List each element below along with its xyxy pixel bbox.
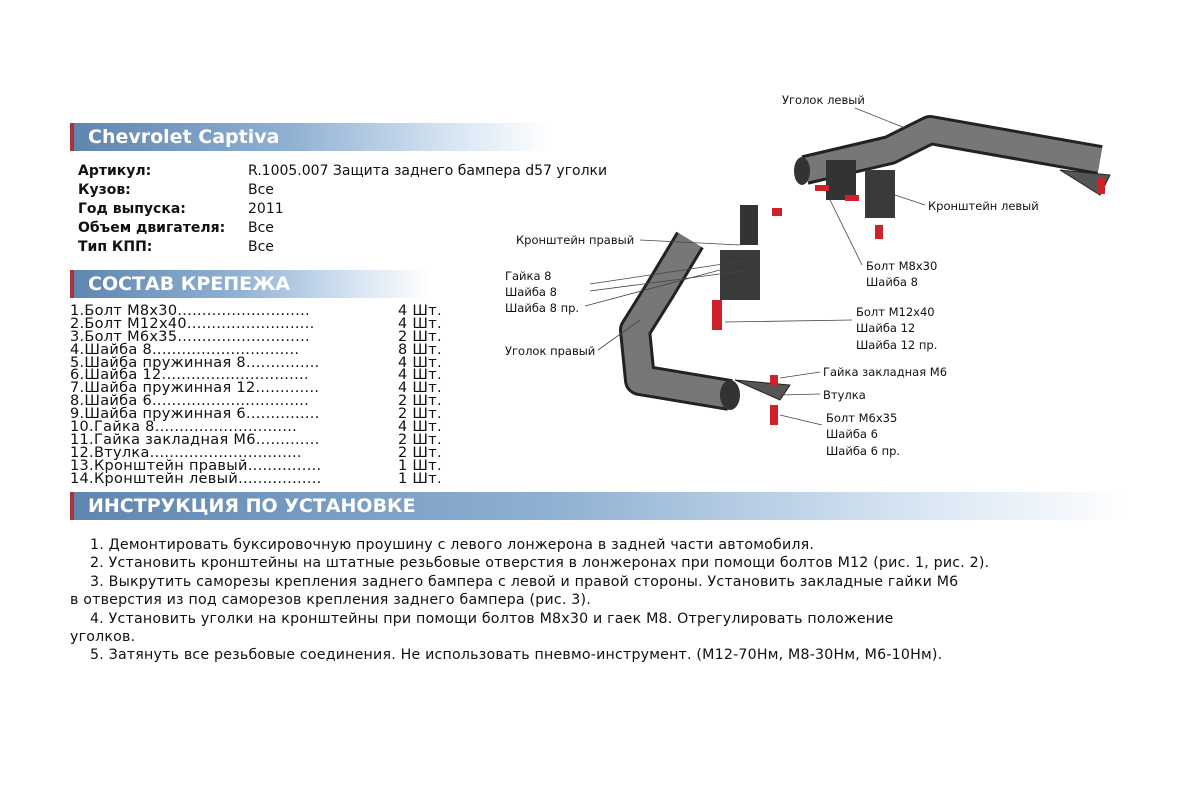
list-item: 9.Шайба пружинная 6............... 2 Шт. (70, 406, 450, 423)
bracket-left (826, 160, 895, 218)
list-item: 11.Гайка закладная М6............. 2 Шт. (70, 431, 450, 448)
part-qty: 2 Шт. (398, 406, 442, 423)
part-qty: 4 Шт. (398, 419, 442, 436)
part-name: 2.Болт М12х40.......................... (70, 315, 315, 332)
instruction-line: 2. Установить кронштейны на штатные резь… (90, 555, 990, 572)
part-name: 12.Втулка............................... (70, 444, 302, 461)
part-qty: 1 Шт. (398, 457, 442, 474)
info-label: Год выпуска: (78, 201, 186, 217)
list-item: 2.Болт М12х40.......................... 4… (70, 315, 450, 332)
instruction-line: 5. Затянуть все резьбовые соединения. Не… (90, 647, 943, 664)
info-label: Артикул: (78, 163, 152, 179)
list-item: 12.Втулка...............................… (70, 444, 450, 461)
list-item: 1.Болт М8х30........................... 4… (70, 303, 450, 319)
part-qty: 4 Шт. (398, 354, 442, 371)
part-name: 14.Кронштейн левый................. (70, 470, 322, 487)
info-value: Все (248, 182, 274, 198)
part-name: 7.Шайба пружинная 12............. (70, 380, 320, 397)
part-qty: 4 Шт. (398, 315, 442, 332)
part-qty: 4 Шт. (398, 367, 442, 384)
label-insert-nut: Гайка закладная М6 (823, 365, 948, 379)
part-qty: 8 Шт. (398, 341, 442, 358)
bracket-right (720, 205, 760, 300)
list-item: 8.Шайба 6...............................… (70, 393, 450, 410)
label-nut8: Гайка 8 (505, 269, 552, 283)
list-item: 13.Кронштейн правый............... 1 Шт. (70, 457, 450, 474)
instruction-line: 4. Установить уголки на кронштейны при п… (90, 610, 894, 627)
part-name: 6.Шайба 12.............................. (70, 367, 309, 384)
part-qty: 4 Шт. (398, 380, 442, 397)
info-label: Объем двигателя: (78, 220, 226, 236)
parts-section-title: СОСТАВ КРЕПЕЖА (88, 273, 291, 295)
instruction-line: в отверстия из под саморезов крепления з… (70, 592, 591, 609)
label-bracket-left: Кронштейн левый (928, 199, 1039, 213)
part-qty: 2 Шт. (398, 393, 442, 410)
part-name: 1.Болт М8х30........................... (70, 303, 310, 319)
part-qty: 1 Шт. (398, 470, 442, 487)
part-qty: 2 Шт. (398, 444, 442, 461)
instructions-section-bar: ИНСТРУКЦИЯ ПО УСТАНОВКЕ (70, 492, 1130, 520)
parts-section-bar: СОСТАВ КРЕПЕЖА (70, 270, 430, 298)
list-item: 6.Шайба 12..............................… (70, 367, 450, 384)
part-name: 13.Кронштейн правый............... (70, 457, 322, 474)
label-corner-right: Уголок правый (505, 344, 596, 358)
info-value: Все (248, 239, 274, 255)
info-value: R.1005.007 Защита заднего бампера d57 уг… (248, 163, 608, 179)
part-qty: 4 Шт. (398, 303, 442, 319)
label-bolt-m8: Болт М8х30 (866, 259, 938, 273)
list-item: 3.Болт М6х35........................... 2… (70, 328, 450, 345)
info-value: Все (248, 220, 274, 236)
part-name: 9.Шайба пружинная 6............... (70, 406, 320, 423)
label-bracket-right: Кронштейн правый (516, 233, 635, 247)
label-washer8b: Шайба 8 (866, 275, 918, 289)
instruction-line: 3. Выкрутить саморезы крепления заднего … (90, 573, 959, 590)
vehicle-title-bar: Chevrolet Captiva (70, 123, 550, 151)
parts-list: 1.Болт М8х30........................... 4… (70, 303, 450, 487)
part-qty: 2 Шт. (398, 328, 442, 345)
label-corner-left: Уголок левый (782, 93, 865, 107)
list-item: 4.Шайба 8.............................. 8… (70, 341, 450, 358)
label-washer8-spring: Шайба 8 пр. (505, 301, 580, 315)
part-name: 8.Шайба 6...............................… (70, 393, 310, 410)
label-washer12: Шайба 12 (856, 321, 916, 335)
part-name: 5.Шайба пружинная 8............... (70, 354, 320, 371)
list-item: 10.Гайка 8............................. 4… (70, 419, 450, 436)
part-qty: 2 Шт. (398, 431, 442, 448)
bolt-icons (712, 178, 1105, 425)
part-name: 4.Шайба 8.............................. (70, 341, 300, 358)
label-bushing: Втулка (823, 388, 866, 402)
info-value: 2011 (248, 201, 284, 217)
instruction-line: уголков. (70, 629, 136, 646)
list-item: 5.Шайба пружинная 8............... 4 Шт. (70, 354, 450, 371)
label-washer12-spring: Шайба 12 пр. (856, 338, 938, 352)
label-washer8: Шайба 8 (505, 285, 557, 299)
label-bolt-m12: Болт М12х40 (856, 305, 935, 319)
instruction-line: 1. Демонтировать буксировочную проушину … (90, 537, 815, 553)
part-name: 11.Гайка закладная М6............. (70, 431, 320, 448)
info-label: Кузов: (78, 182, 131, 198)
instructions-list: 1. Демонтировать буксировочную проушину … (70, 536, 989, 665)
leader-lines (584, 107, 926, 426)
label-washer6-spring: Шайба 6 пр. (826, 444, 901, 458)
vehicle-title: Chevrolet Captiva (88, 126, 280, 148)
part-name: 10.Гайка 8............................. (70, 419, 298, 436)
list-item: 14.Кронштейн левый................. 1 Шт. (70, 470, 450, 487)
info-label: Тип КПП: (78, 239, 153, 255)
instructions-section-title: ИНСТРУКЦИЯ ПО УСТАНОВКЕ (88, 495, 416, 517)
label-washer6: Шайба 6 (826, 427, 878, 441)
label-bolt-m6: Болт М6х35 (826, 411, 898, 425)
part-name: 3.Болт М6х35........................... (70, 328, 310, 345)
list-item: 7.Шайба пружинная 12............. 4 Шт. (70, 380, 450, 397)
